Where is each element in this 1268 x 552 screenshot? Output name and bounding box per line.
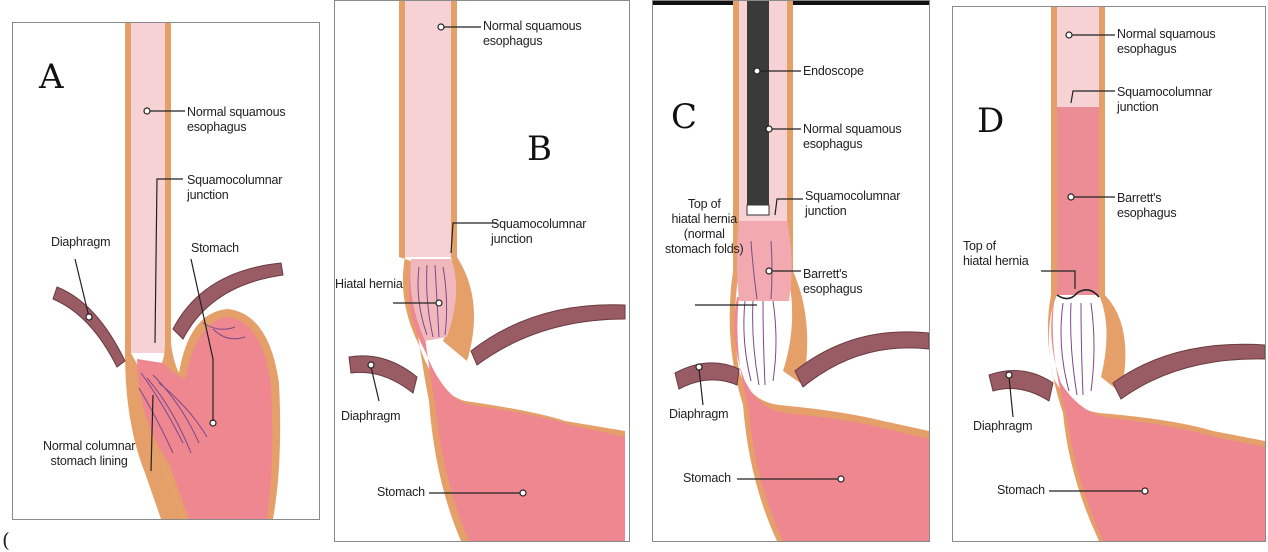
esophagus-lumen [131,23,165,353]
label-normal-squamous: Normal squamous esophagus [483,19,581,49]
label-stomach: Stomach [191,241,239,256]
panel-d: D Normal squamous esophagus Squamocolumn… [952,6,1266,542]
label-normal-squamous: Normal squamous esophagus [187,105,285,135]
panel-d-diagram [953,7,1265,541]
label-stomach: Stomach [997,483,1045,498]
panel-b-diagram [335,1,629,541]
label-diaphragm: Diaphragm [973,419,1032,434]
endoscope-tip [747,205,769,215]
label-normal-squamous: Normal squamous esophagus [803,122,901,152]
panel-letter: B [527,129,552,169]
esophagus-lumen [405,1,451,257]
label-stomach: Stomach [683,471,731,486]
label-normal-columnar: Normal columnar stomach lining [43,439,135,469]
panel-letter: D [977,101,1004,141]
label-squamocolumnar: Squamocolumnar junction [187,173,282,203]
panel-b: B Normal squamous esophagus Squamocolumn… [334,0,630,542]
mucosal-folds [1061,303,1094,395]
label-diaphragm: Diaphragm [341,409,400,424]
diaphragm-right [1113,344,1265,399]
label-stomach: Stomach [377,485,425,500]
label-squamocolumnar: Squamocolumnar junction [491,217,586,247]
label-hiatal-hernia: Hiatal hernia [335,277,403,292]
esophagus-lumen [1057,7,1099,107]
diaphragm-right [795,332,929,387]
label-barretts: Barrett's esophagus [1117,191,1176,221]
label-top-hiatal: Top of hiatal hernia (normal stomach fol… [665,197,743,257]
panel-c: C Endoscope Normal squamous esophagus To… [652,0,930,542]
diaphragm-left [989,371,1053,402]
panel-a: A Normal squamous esophagus Squamocolumn… [12,22,320,520]
label-top-hiatal: Top of hiatal hernia [963,239,1029,269]
panel-letter: C [671,97,697,137]
diaphragm-left [675,363,739,389]
label-diaphragm: Diaphragm [51,235,110,250]
label-endoscope: Endoscope [803,64,864,79]
barretts-zone [737,221,792,301]
barretts-zone [1057,107,1099,295]
panel-c-diagram [653,1,929,541]
stomach-body [1051,295,1265,541]
label-normal-squamous: Normal squamous esophagus [1117,27,1215,57]
label-diaphragm: Diaphragm [669,407,728,422]
esophagus-right-wall [165,23,179,373]
diaphragm-left [349,356,417,393]
diaphragm-right [471,305,625,365]
label-squamocolumnar: Squamocolumnar junction [1117,85,1212,115]
stray-mark: ( [2,528,10,552]
diaphragm-left [53,287,125,367]
label-barretts: Barrett's esophagus [803,267,862,297]
label-squamocolumnar: Squamocolumnar junction [805,189,900,219]
endoscope-body [747,1,769,205]
panel-letter: A [39,57,64,97]
